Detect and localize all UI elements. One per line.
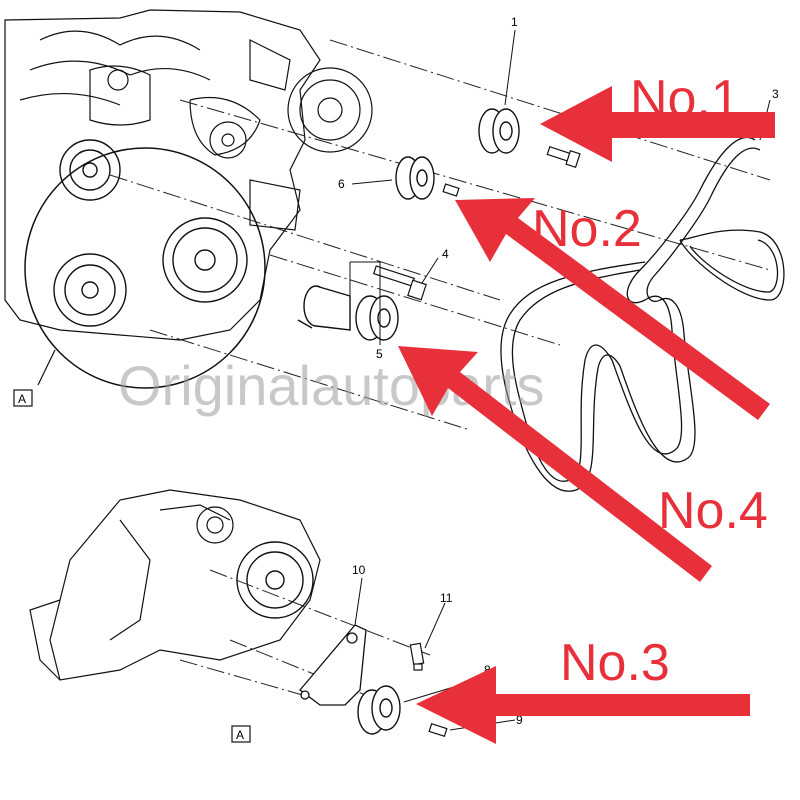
- view-marker-top-text: A: [18, 392, 26, 406]
- part-5-tensioner: [297, 285, 399, 341]
- label-no1: No.1: [630, 70, 740, 128]
- bolt-1: [546, 146, 581, 168]
- arrow-no1-icon: [540, 86, 775, 162]
- callout-6: 6: [338, 177, 345, 191]
- callout-8: 8: [484, 663, 491, 677]
- engine-lower-crank-pulley: [236, 541, 314, 619]
- label-no2: No.2: [532, 200, 642, 258]
- arrow-no4-icon: [398, 346, 712, 582]
- callout-11: 11: [440, 591, 453, 605]
- part-9-bolt: [428, 722, 448, 738]
- arrow-no3-icon: [416, 666, 750, 744]
- view-marker-bottom-text: A: [236, 728, 244, 742]
- part-3-serpentine-belt: [500, 136, 785, 492]
- engine-upper: [4, 9, 373, 341]
- callout-9: 9: [516, 713, 523, 727]
- view-marker-top: A: [13, 389, 33, 407]
- part-8-idler-pulley: [357, 685, 401, 735]
- engine-upper-pulleys: [53, 139, 248, 327]
- callout-4: 4: [442, 247, 449, 261]
- view-marker-bottom: A: [231, 725, 251, 743]
- red-arrows: [398, 86, 775, 744]
- callout-10: 10: [352, 563, 366, 577]
- alignment-lines-upper: [109, 39, 771, 431]
- label-no4: No.4: [658, 482, 768, 540]
- callout-5: 5: [376, 347, 383, 361]
- part-1-idler-pulley: [478, 108, 520, 154]
- arrow-no2-icon: [455, 198, 770, 420]
- callout-1: 1: [511, 15, 518, 29]
- part-4-bolt: [372, 265, 427, 301]
- label-no3: No.3: [560, 634, 670, 692]
- engine-lower: [29, 489, 321, 681]
- part-11-bolt: [409, 642, 425, 671]
- part-10-bracket: [299, 624, 367, 706]
- bolt-6: [442, 183, 460, 197]
- detail-circle-a: [24, 147, 266, 389]
- callout-3: 3: [772, 87, 779, 101]
- part-6-idler-pulley: [395, 156, 435, 200]
